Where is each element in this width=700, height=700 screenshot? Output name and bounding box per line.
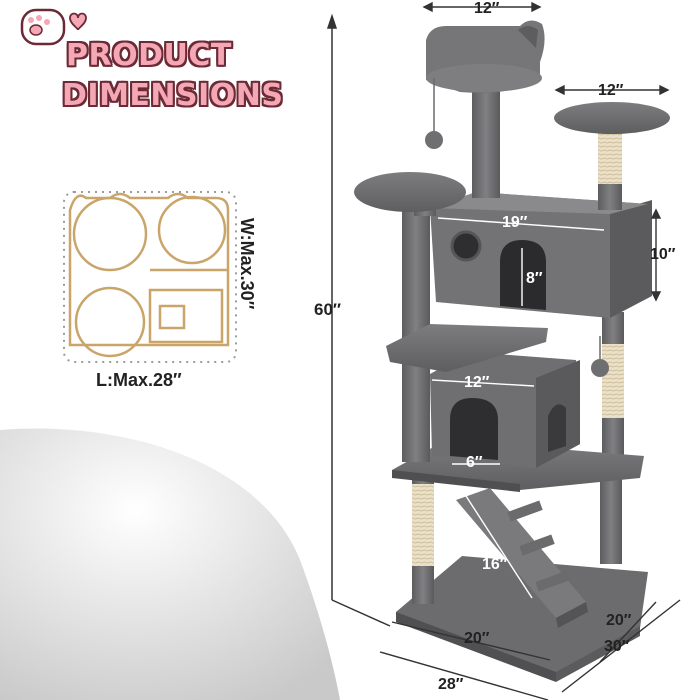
cat-paw-icon	[20, 8, 66, 46]
sisal-post-left	[412, 480, 434, 570]
hammock-platform	[386, 324, 548, 372]
sisal-post-right	[600, 464, 622, 564]
ramp-length-label: 16″	[482, 556, 508, 573]
upper-condo-door-label: 8″	[526, 270, 543, 287]
heart-icon	[69, 12, 87, 31]
lower-condo-door	[450, 398, 498, 460]
post-left-tall	[402, 200, 430, 350]
toy-ball-top	[425, 131, 443, 149]
height-dimension-line	[326, 13, 391, 627]
footprint-width-label: W:Max.30″	[237, 218, 257, 310]
side-perch-width-label: 12″	[598, 82, 624, 99]
left-perch	[354, 172, 466, 212]
dimension-lines	[379, 1, 681, 700]
cat-tree	[354, 20, 670, 682]
base-depth-label: 20″	[606, 612, 632, 629]
page-title-line1: PRODUCT	[66, 38, 232, 73]
lower-condo-width-label: 12″	[464, 374, 490, 391]
base-width-label: 20″	[464, 630, 490, 647]
background-floor-shadow	[0, 428, 340, 700]
footprint-diagram	[63, 191, 237, 363]
footprint-length-label: L:Max.28″	[96, 370, 182, 390]
upper-condo-porthole	[450, 230, 482, 262]
base-platform	[396, 556, 648, 680]
right-perch	[554, 102, 670, 134]
upper-condo-width-label: 19″	[502, 214, 528, 231]
overall-height-label: 60″	[314, 300, 342, 319]
toy-ball-lower	[591, 359, 609, 377]
overall-depth-label: 30″	[604, 638, 630, 655]
post-top	[472, 80, 500, 198]
upper-condo-height-label: 10″	[650, 246, 676, 263]
lower-door-width-label: 6″	[466, 454, 483, 471]
top-perch-width-label: 12″	[474, 0, 500, 17]
overall-length-label: 28″	[438, 676, 464, 693]
dimension-lines-white	[431, 217, 605, 599]
upper-condo-door	[500, 240, 546, 310]
page-title-line2: DIMENSIONS	[62, 78, 284, 113]
